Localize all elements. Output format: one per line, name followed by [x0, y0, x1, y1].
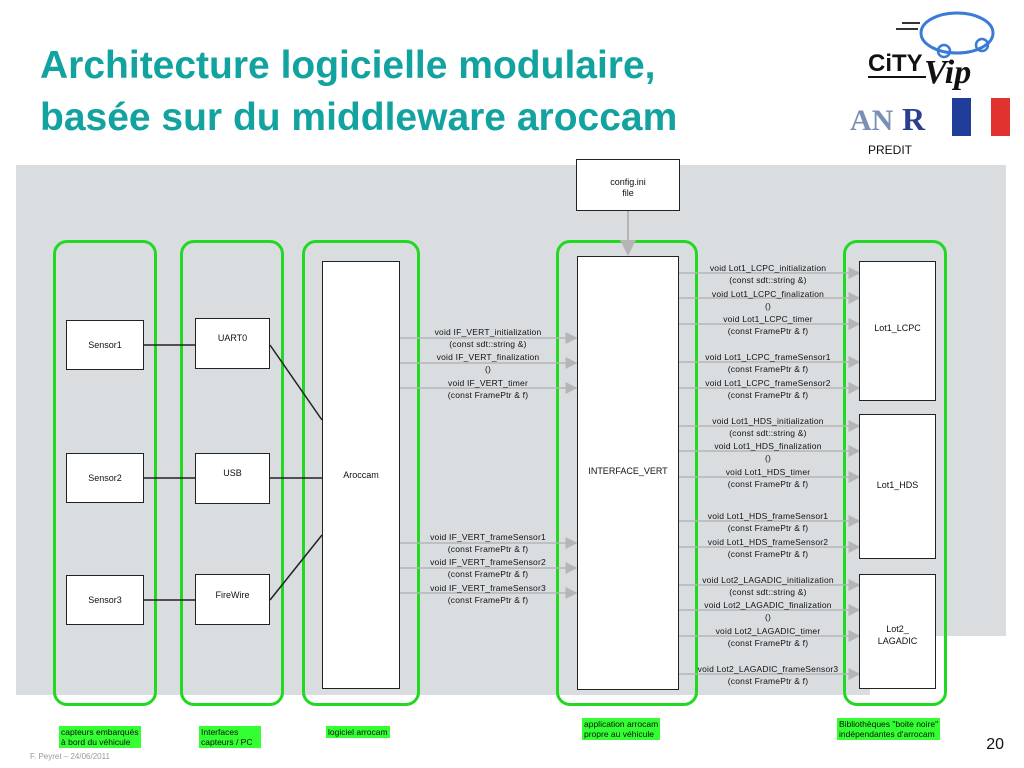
right-call-label: void Lot1_LCPC_initialization(const sdt:…: [709, 263, 827, 285]
lot1-hds-label: Lot1_HDS: [876, 480, 919, 490]
sensor2-label: Sensor2: [88, 473, 122, 483]
right-call-label: void Lot1_LCPC_frameSensor1(const FrameP…: [705, 352, 831, 374]
title-line-2: basée sur du middleware aroccam: [40, 96, 678, 139]
aroccam-label: Aroccam: [343, 470, 379, 480]
footer-text: F. Peyret – 24/06/2011: [30, 752, 110, 761]
svg-text:R: R: [902, 101, 926, 137]
sensor3-label: Sensor3: [88, 595, 122, 605]
left-call-label: void IF_VERT_finalization(): [436, 352, 540, 374]
page-number: 20: [986, 736, 1004, 753]
firewire-label: FireWire: [215, 590, 250, 600]
right-call-label: void Lot2_LAGADIC_finalization(): [704, 600, 832, 622]
uart0-box: UART0: [195, 318, 270, 369]
france-flag-icon: [952, 98, 1010, 136]
lot2-label: Lot2_: [886, 624, 909, 634]
lot1-hds-box: Lot1_HDS: [859, 414, 936, 559]
usb-box: USB: [195, 453, 270, 504]
sensor3-box: Sensor3: [66, 575, 144, 625]
interface-vert-box: INTERFACE_VERT: [577, 256, 679, 690]
right-call-label: void Lot1_HDS_finalization(): [714, 441, 822, 463]
lot1-lcpc-label: Lot1_LCPC: [874, 323, 921, 333]
right-call-label: void Lot1_LCPC_timer(const FramePtr & f): [723, 314, 813, 336]
predit-label: PREDIT: [868, 143, 913, 157]
city-vip-logo: CiTY Vip: [868, 11, 995, 91]
left-call-label: void IF_VERT_timer(const FramePtr & f): [447, 378, 529, 400]
right-call-label: void Lot1_HDS_timer(const FramePtr & f): [725, 467, 811, 489]
sensor1-label: Sensor1: [88, 340, 122, 350]
right-call-label: void Lot2_LAGADIC_initialization(const s…: [702, 575, 834, 597]
lot1-lcpc-box: Lot1_LCPC: [859, 261, 936, 401]
left-call-label: void IF_VERT_frameSensor3(const FramePtr…: [430, 583, 546, 605]
right-call-label: void Lot1_LCPC_frameSensor2(const FrameP…: [705, 378, 831, 400]
right-call-label: void Lot1_LCPC_finalization(): [711, 289, 825, 311]
sensor2-box: Sensor2: [66, 453, 144, 503]
left-call-label: void IF_VERT_frameSensor2(const FramePtr…: [430, 557, 546, 579]
libraries-caption: Bibliothèques "boite noire"indépendantes…: [837, 718, 941, 740]
aroccam-caption: logiciel arrocam: [326, 726, 390, 738]
right-call-label: void Lot1_HDS_initialization(const sdt::…: [712, 416, 824, 438]
config-ini-box: config.ini file: [576, 159, 680, 211]
interfaces-column: [180, 240, 284, 706]
config-line-2: file: [622, 188, 634, 198]
slide-title: Architecture logicielle modulaire, basée…: [40, 40, 677, 144]
lagadic-label: LAGADIC: [877, 636, 918, 646]
svg-text:AN: AN: [850, 104, 894, 137]
uart0-label: UART0: [217, 333, 248, 343]
sensors-column: [53, 240, 157, 706]
aroccam-box: Aroccam: [322, 261, 400, 689]
interface-vert-label: INTERFACE_VERT: [588, 466, 668, 476]
left-call-label: void IF_VERT_frameSensor1(const FramePtr…: [430, 532, 546, 554]
aroccam-column: [302, 240, 420, 706]
firewire-box: FireWire: [195, 574, 270, 625]
sensor1-box: Sensor1: [66, 320, 144, 370]
svg-text:Vip: Vip: [924, 54, 971, 91]
libraries-column: [843, 240, 947, 706]
title-line-1: Architecture logicielle modulaire,: [40, 44, 656, 87]
lot2-lagadic-box: Lot2_ LAGADIC: [859, 574, 936, 689]
svg-text:CiTY: CiTY: [868, 50, 923, 77]
right-call-label: void Lot2_LAGADIC_frameSensor3(const Fra…: [697, 664, 839, 686]
anr-logo: AN R: [850, 101, 926, 137]
config-line-1: config.ini: [610, 177, 646, 187]
left-call-label: void IF_VERT_initialization(const sdt::s…: [434, 327, 542, 349]
right-call-label: void Lot1_HDS_frameSensor2(const FramePt…: [707, 537, 829, 559]
usb-label: USB: [223, 468, 242, 478]
right-call-label: void Lot1_HDS_frameSensor1(const FramePt…: [707, 511, 829, 533]
right-call-label: void Lot2_LAGADIC_timer(const FramePtr &…: [715, 626, 821, 648]
